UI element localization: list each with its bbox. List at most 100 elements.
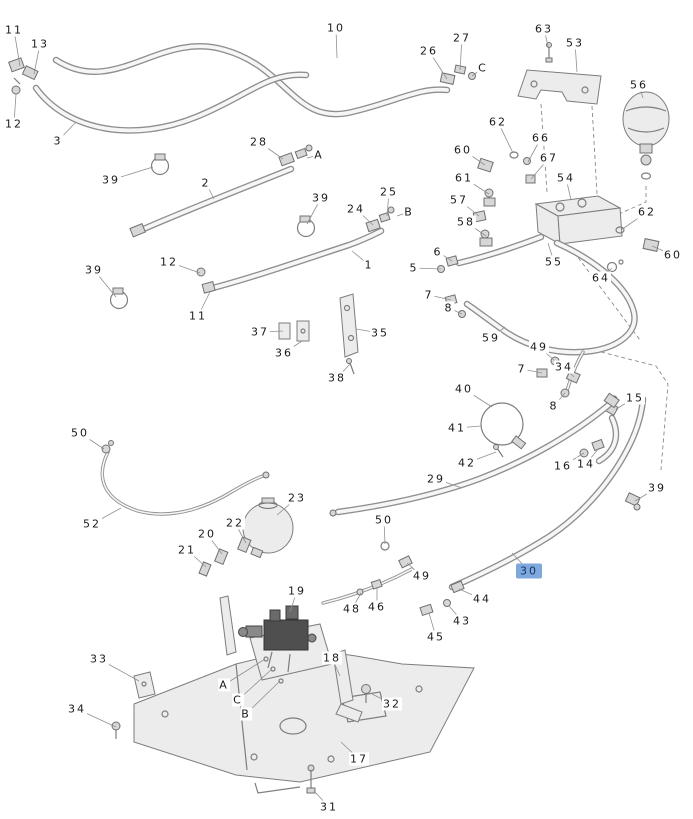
part-label-60[interactable]: 60 xyxy=(453,143,473,157)
part-label-33[interactable]: 33 xyxy=(89,652,109,666)
part-label-39[interactable]: 39 xyxy=(101,173,121,187)
part-label-18[interactable]: 18 xyxy=(322,651,342,665)
part-label-49[interactable]: 49 xyxy=(412,569,432,583)
part-label-30-selected[interactable]: 30 xyxy=(516,563,542,579)
part-label-3[interactable]: 3 xyxy=(52,134,64,148)
clamp-39-mid xyxy=(296,215,316,238)
part-label-25[interactable]: 25 xyxy=(379,185,399,199)
part-label-10[interactable]: 10 xyxy=(326,21,346,35)
part-label-57[interactable]: 57 xyxy=(449,193,469,207)
bracket-33 xyxy=(133,671,156,699)
part-label-36[interactable]: 36 xyxy=(274,346,294,360)
part-label-64[interactable]: 64 xyxy=(591,271,611,285)
part-label-38[interactable]: 38 xyxy=(327,371,347,385)
part-label-2[interactable]: 2 xyxy=(200,176,212,190)
bolt-31 xyxy=(306,764,316,794)
part-label-48[interactable]: 48 xyxy=(342,602,362,616)
part-label-53[interactable]: 53 xyxy=(565,36,585,50)
part-label-8[interactable]: 8 xyxy=(443,301,455,315)
part-label-19[interactable]: 19 xyxy=(287,584,307,598)
part-label-b[interactable]: B xyxy=(240,707,252,721)
part-label-27[interactable]: 27 xyxy=(452,31,472,45)
clamp-39-top xyxy=(150,153,170,176)
part-label-20[interactable]: 20 xyxy=(197,527,217,541)
part-label-29[interactable]: 29 xyxy=(426,472,446,486)
part-label-41[interactable]: 41 xyxy=(447,421,467,435)
part-label-49[interactable]: 49 xyxy=(529,340,549,354)
part-label-50[interactable]: 50 xyxy=(70,426,90,440)
clips-36-37 xyxy=(278,320,310,342)
part-label-15[interactable]: 15 xyxy=(625,391,645,405)
part-label-35[interactable]: 35 xyxy=(370,326,390,340)
part-label-37[interactable]: 37 xyxy=(250,325,270,339)
part-label-62[interactable]: 62 xyxy=(488,115,508,129)
part-label-63[interactable]: 63 xyxy=(534,22,554,36)
part-label-8[interactable]: 8 xyxy=(548,399,560,413)
part-label-60[interactable]: 60 xyxy=(663,248,683,262)
part-label-7[interactable]: 7 xyxy=(423,288,435,302)
part-label-56[interactable]: 56 xyxy=(629,78,649,92)
part-label-a[interactable]: A xyxy=(313,148,325,162)
part-label-11[interactable]: 11 xyxy=(188,309,208,323)
hose-2 xyxy=(129,144,313,238)
part-label-39[interactable]: 39 xyxy=(84,263,104,277)
part-label-12[interactable]: 12 xyxy=(159,255,179,269)
part-label-5[interactable]: 5 xyxy=(408,261,420,275)
leader-line xyxy=(223,658,266,686)
part-label-42[interactable]: 42 xyxy=(457,456,477,470)
part-label-31[interactable]: 31 xyxy=(319,800,339,814)
part-label-39[interactable]: 39 xyxy=(311,191,331,205)
part-label-c[interactable]: C xyxy=(232,693,244,707)
part-label-1[interactable]: 1 xyxy=(363,258,375,272)
part-label-45[interactable]: 45 xyxy=(426,630,446,644)
part-label-b[interactable]: B xyxy=(403,205,415,219)
part-label-62[interactable]: 62 xyxy=(637,205,657,219)
bolt-32 xyxy=(361,684,371,703)
part-label-67[interactable]: 67 xyxy=(539,151,559,165)
part-label-c[interactable]: C xyxy=(477,61,489,75)
part-label-16[interactable]: 16 xyxy=(553,459,573,473)
part-label-13[interactable]: 13 xyxy=(30,37,50,51)
part-label-26[interactable]: 26 xyxy=(419,44,439,58)
part-label-34[interactable]: 34 xyxy=(554,360,574,374)
clamp-39-left xyxy=(109,287,129,310)
part-label-58[interactable]: 58 xyxy=(456,215,476,229)
part-label-11[interactable]: 11 xyxy=(4,23,24,37)
part-label-54[interactable]: 54 xyxy=(556,171,576,185)
part-label-7[interactable]: 7 xyxy=(516,362,528,376)
tube-52 xyxy=(100,440,270,516)
part-label-44[interactable]: 44 xyxy=(472,592,492,606)
bolt-63 xyxy=(545,42,553,63)
part-label-46[interactable]: 46 xyxy=(367,600,387,614)
oring-62-top xyxy=(509,151,519,159)
part-label-50[interactable]: 50 xyxy=(374,513,394,527)
part-label-12[interactable]: 12 xyxy=(4,117,24,131)
valve-66-67 xyxy=(523,157,536,184)
bracket-53 xyxy=(517,69,602,105)
part-label-43[interactable]: 43 xyxy=(452,614,472,628)
part-label-55[interactable]: 55 xyxy=(544,255,564,269)
part-label-59[interactable]: 59 xyxy=(481,331,501,345)
part-label-28[interactable]: 28 xyxy=(249,135,269,149)
fittings-20-21-22 xyxy=(198,536,252,577)
part-label-32[interactable]: 32 xyxy=(382,697,402,711)
part-label-14[interactable]: 14 xyxy=(576,457,596,471)
part-label-34[interactable]: 34 xyxy=(67,702,87,716)
part-label-52[interactable]: 52 xyxy=(82,517,102,531)
part-label-6[interactable]: 6 xyxy=(432,245,444,259)
tube-46-48-49-50 xyxy=(321,541,414,605)
fitting-60-top xyxy=(477,157,494,173)
accumulator-23 xyxy=(242,497,294,559)
part-label-39[interactable]: 39 xyxy=(647,481,667,495)
part-label-24[interactable]: 24 xyxy=(346,202,366,216)
part-label-66[interactable]: 66 xyxy=(531,131,551,145)
part-label-40[interactable]: 40 xyxy=(454,382,474,396)
fitting-39-right xyxy=(624,492,641,511)
part-label-21[interactable]: 21 xyxy=(177,543,197,557)
part-label-61[interactable]: 61 xyxy=(454,171,474,185)
part-label-23[interactable]: 23 xyxy=(287,491,307,505)
part-label-a[interactable]: A xyxy=(218,678,230,692)
part-label-17[interactable]: 17 xyxy=(349,752,369,766)
part-label-22[interactable]: 22 xyxy=(225,516,245,530)
